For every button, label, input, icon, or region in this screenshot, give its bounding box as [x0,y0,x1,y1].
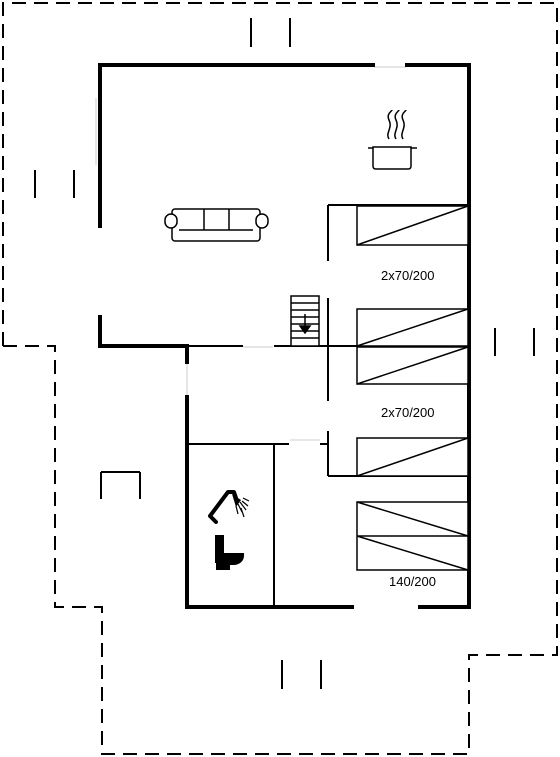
bed-label-room-3: 140/200 [389,574,436,589]
bed-label-room-2: 2x70/200 [381,405,435,420]
shower-icon [208,490,250,524]
bed-room-2-bed-c [356,437,469,477]
stairs-down-icon [290,295,320,347]
boundary-markers [34,18,535,689]
sofa-icon [164,208,269,242]
bed-label-room-1: 2x70/200 [381,268,435,283]
faint-openings [95,66,406,441]
bed-room-2-bed-b [356,346,469,385]
bed-room-3-double-bed [356,501,469,571]
outdoor-bench-icon [100,471,141,499]
cooking-pot-icon [368,109,417,170]
exterior-walls [98,63,471,609]
bed-room-1-bed-a [356,205,469,246]
toilet-icon [215,535,245,570]
bed-room-2-bed-a [356,308,469,347]
